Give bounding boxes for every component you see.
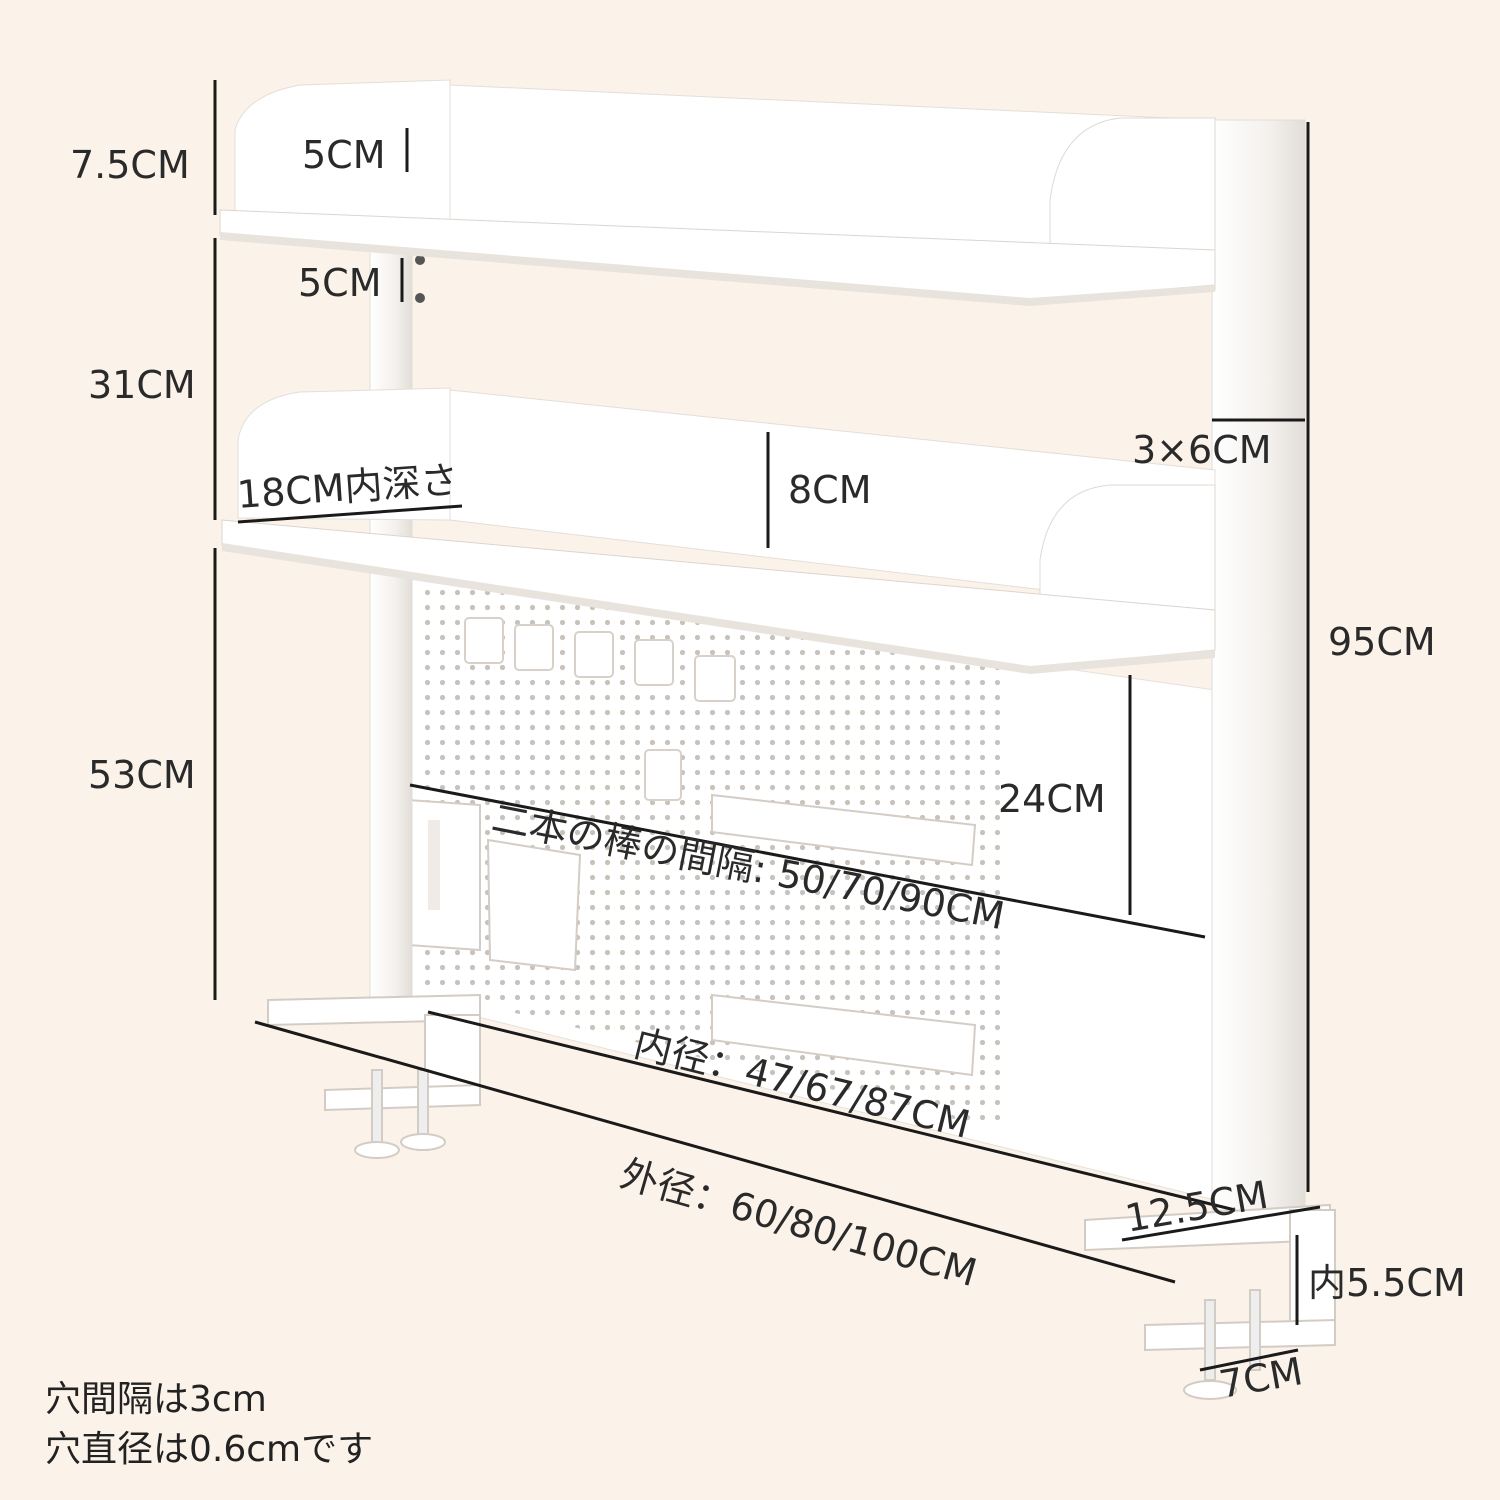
left-post xyxy=(369,249,413,1006)
left-clamp xyxy=(267,993,481,1159)
label-shelf-gap: 31CM xyxy=(88,363,196,407)
label-total-height: 95CM xyxy=(1328,620,1436,664)
note-hole-diameter: 穴直径は0.6cmです xyxy=(45,1429,374,1470)
label-middle-lip-height: 8CM xyxy=(788,468,872,512)
top-shelf xyxy=(219,79,1216,306)
label-hole-spacing-mid: 5CM xyxy=(298,261,382,305)
middle-shelf xyxy=(221,387,1216,674)
right-clamp xyxy=(1084,1203,1336,1400)
note-hole-pitch: 穴間隔は3cm xyxy=(45,1379,267,1420)
label-top-back-height: 7.5CM xyxy=(70,143,190,187)
pegboard-accessories xyxy=(407,793,977,1077)
label-outer-width: 外径：60/80/100CM xyxy=(616,1151,982,1295)
pegboard xyxy=(409,574,1216,1201)
label-hole-spacing-top: 5CM xyxy=(302,133,386,177)
dimension-lines xyxy=(213,80,1321,1372)
shelf-unit xyxy=(219,79,1336,1400)
label-clamp-opening: 内5.5CM xyxy=(1308,1261,1466,1305)
label-lower-height: 53CM xyxy=(88,753,196,797)
peg-hooks xyxy=(464,617,736,801)
label-pegboard-height: 24CM xyxy=(998,777,1106,821)
label-clamp-depth: 7CM xyxy=(1216,1349,1306,1407)
right-post xyxy=(1211,119,1306,1211)
label-post-size: 3×6CM xyxy=(1132,428,1272,472)
